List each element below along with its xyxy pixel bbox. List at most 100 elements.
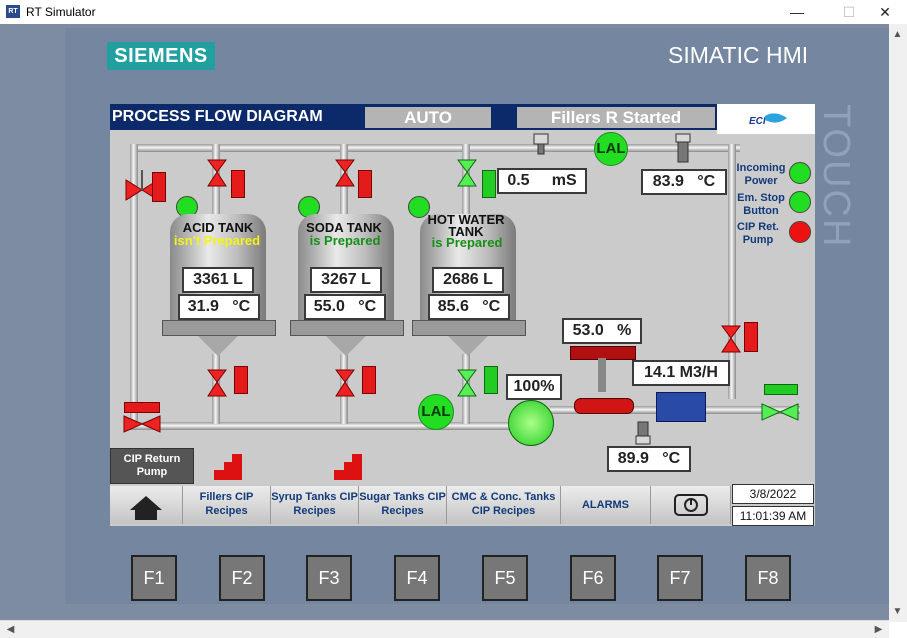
soda-tank-level: 3267 L xyxy=(310,267,382,293)
cmc-conc-tanks-cip-button[interactable]: CMC & Conc. Tanks CIP Recipes xyxy=(447,486,561,524)
flow-display: 14.1 M3/H xyxy=(632,360,730,386)
pipe-segment xyxy=(212,144,220,234)
valve-actuator xyxy=(124,402,160,413)
valve-actuator xyxy=(482,170,496,198)
hot-water-tank-frame xyxy=(412,320,526,336)
mode-display: AUTO xyxy=(365,107,491,128)
valve-icon[interactable] xyxy=(332,150,358,194)
valve-icon[interactable] xyxy=(758,396,802,426)
function-key-f6[interactable]: F6 xyxy=(570,555,616,601)
soda-tank-frame xyxy=(290,320,404,336)
acid-tank-temp: 31.9 °C xyxy=(178,294,260,320)
control-valve-body[interactable] xyxy=(574,398,634,414)
incoming-power-led xyxy=(789,162,811,184)
valve-actuator xyxy=(152,172,166,202)
maximize-button[interactable]: ☐ xyxy=(842,4,856,20)
temp-sensor-icon xyxy=(675,133,691,163)
minimize-button[interactable]: — xyxy=(790,4,804,20)
power-button[interactable] xyxy=(651,486,731,524)
hot-water-tank-status-text: is Prepared xyxy=(431,235,503,250)
acid-tank-level: 3361 L xyxy=(182,267,254,293)
indicator-label-em-stop: Em. Stop Button xyxy=(737,192,785,217)
valve-actuator xyxy=(764,384,798,395)
valve-icon[interactable] xyxy=(454,150,480,194)
fillers-cip-recipes-button[interactable]: Fillers CIP Recipes xyxy=(183,486,271,524)
pipe-segment xyxy=(130,144,138,184)
power-icon xyxy=(673,494,708,516)
status-display: Fillers R Started xyxy=(517,107,715,128)
siemens-logo: SIEMENS xyxy=(107,42,215,70)
soda-tank-status: is Prepared xyxy=(288,234,402,247)
window-titlebar: RT RT Simulator — ☐ ✕ xyxy=(0,0,907,24)
hot-water-tank-led xyxy=(408,196,430,218)
scroll-left-icon[interactable]: ◀ xyxy=(6,624,15,635)
valve-icon[interactable] xyxy=(204,360,230,404)
indicator-label-cip-ret-pump: CIP Ret. Pump xyxy=(737,221,779,246)
touch-label: TOUCH xyxy=(815,104,857,249)
cip-supply-pump[interactable] xyxy=(508,400,554,446)
acid-tank-status: isn't Prepared xyxy=(160,233,274,248)
pump-speed-display: 100% xyxy=(506,374,562,400)
bottom-supply-pipe xyxy=(130,422,515,430)
valve-icon[interactable] xyxy=(454,360,480,404)
cip-ret-pump-led xyxy=(789,221,811,243)
return-riser-pipe xyxy=(728,144,736,399)
valve-actuator xyxy=(231,170,245,198)
window-title: RT Simulator xyxy=(26,5,96,19)
hot-water-tank-temp: 85.6 °C xyxy=(428,294,510,320)
function-key-f5[interactable]: F5 xyxy=(482,555,528,601)
indicator-label-incoming-power: Incoming Power xyxy=(736,162,786,187)
valve-icon[interactable] xyxy=(718,316,744,360)
syrup-tanks-cip-button[interactable]: Syrup Tanks CIP Recipes xyxy=(271,486,359,524)
stairs-icon[interactable] xyxy=(212,452,244,482)
flow-meter xyxy=(656,392,706,422)
function-key-f1[interactable]: F1 xyxy=(131,555,177,601)
function-key-f4[interactable]: F4 xyxy=(394,555,440,601)
home-button[interactable] xyxy=(110,486,183,524)
acid-tank-name: ACID TANK xyxy=(182,220,254,235)
scroll-down-icon[interactable]: ▼ xyxy=(892,606,903,617)
home-icon xyxy=(130,496,162,520)
soda-tank-temp: 55.0 °C xyxy=(304,294,386,320)
svg-text:ECI: ECI xyxy=(749,116,766,127)
control-valve-stem xyxy=(598,358,606,392)
stairs-icon[interactable] xyxy=(332,452,364,482)
top-header-pipe xyxy=(130,144,740,152)
acid-tank-status-text: isn't Prepared xyxy=(173,233,261,248)
function-key-f7[interactable]: F7 xyxy=(657,555,703,601)
horizontal-scrollbar[interactable]: ◀ ▶ xyxy=(0,620,889,638)
hmi-screen: PROCESS FLOW DIAGRAM AUTO Fillers R Star… xyxy=(110,104,815,526)
valve-actuator xyxy=(362,366,376,394)
vertical-scrollbar[interactable]: ▲ ▼ xyxy=(889,24,907,622)
hot-water-tank-level: 2686 L xyxy=(432,267,504,293)
pipe-segment xyxy=(462,144,470,234)
simatic-hmi-label: SIMATIC HMI xyxy=(668,42,809,68)
acid-tank-frame xyxy=(162,320,276,336)
function-key-f3[interactable]: F3 xyxy=(306,555,352,601)
close-button[interactable]: ✕ xyxy=(879,4,891,20)
lal-top-indicator: LAL xyxy=(594,132,628,166)
soda-tank-name: SODA TANK xyxy=(306,220,382,235)
time-display: 11:01:39 AM xyxy=(732,506,814,526)
function-key-f8[interactable]: F8 xyxy=(745,555,791,601)
app-icon: RT xyxy=(6,5,20,18)
conductivity-display: 0.5 mS xyxy=(497,168,587,194)
alarms-button[interactable]: ALARMS xyxy=(561,486,651,524)
valve-actuator xyxy=(358,170,372,198)
function-key-f2[interactable]: F2 xyxy=(219,555,265,601)
scroll-up-icon[interactable]: ▲ xyxy=(892,29,903,40)
pipe-segment xyxy=(130,184,138,424)
scroll-right-icon[interactable]: ▶ xyxy=(874,624,883,635)
valve-icon[interactable] xyxy=(204,150,230,194)
valve-actuator xyxy=(234,366,248,394)
sugar-tanks-cip-button[interactable]: Sugar Tanks CIP Recipes xyxy=(359,486,447,524)
company-logo: ECI xyxy=(717,104,815,134)
return-temperature-display: 89.9 °C xyxy=(607,446,691,472)
top-temperature-display: 83.9 °C xyxy=(641,169,727,195)
valve-open-display: 53.0 % xyxy=(562,318,642,344)
cip-return-pump-button[interactable]: CIP Return Pump xyxy=(110,448,194,484)
valve-icon[interactable] xyxy=(120,406,164,436)
company-logo-icon: ECI xyxy=(749,113,787,127)
pipe-segment xyxy=(340,144,348,234)
valve-icon[interactable] xyxy=(332,360,358,404)
